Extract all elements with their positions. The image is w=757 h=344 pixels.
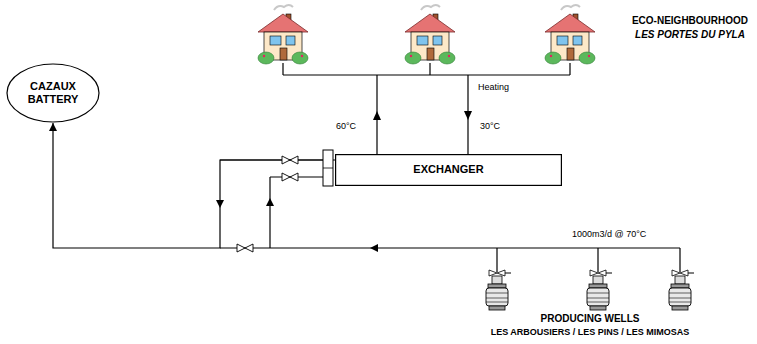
temperature-label: 30°C [480,121,516,131]
exchanger-box: EXCHANGER [335,154,562,186]
flow-rate-label: 1000m3/d @ 70°C [572,229,682,239]
flow-label: Heating [478,82,528,92]
area-subtitle: LES PORTES DU PYLA [628,29,752,41]
node-text: EXCHANGER [413,163,483,176]
wells-names: LES ARBOUSIERS / LES PINS / LES MIMOSAS [455,327,725,337]
battery-ellipse: CAZAUX BATTERY [6,63,100,123]
temperature-label: 60°C [336,121,372,131]
pipeline-connector [53,123,335,248]
wells-title: PRODUCING WELLS [480,313,700,325]
node-text: CAZAUX BATTERY [20,80,86,106]
area-title: ECO-NEIGHBOURHOOD [628,15,752,27]
